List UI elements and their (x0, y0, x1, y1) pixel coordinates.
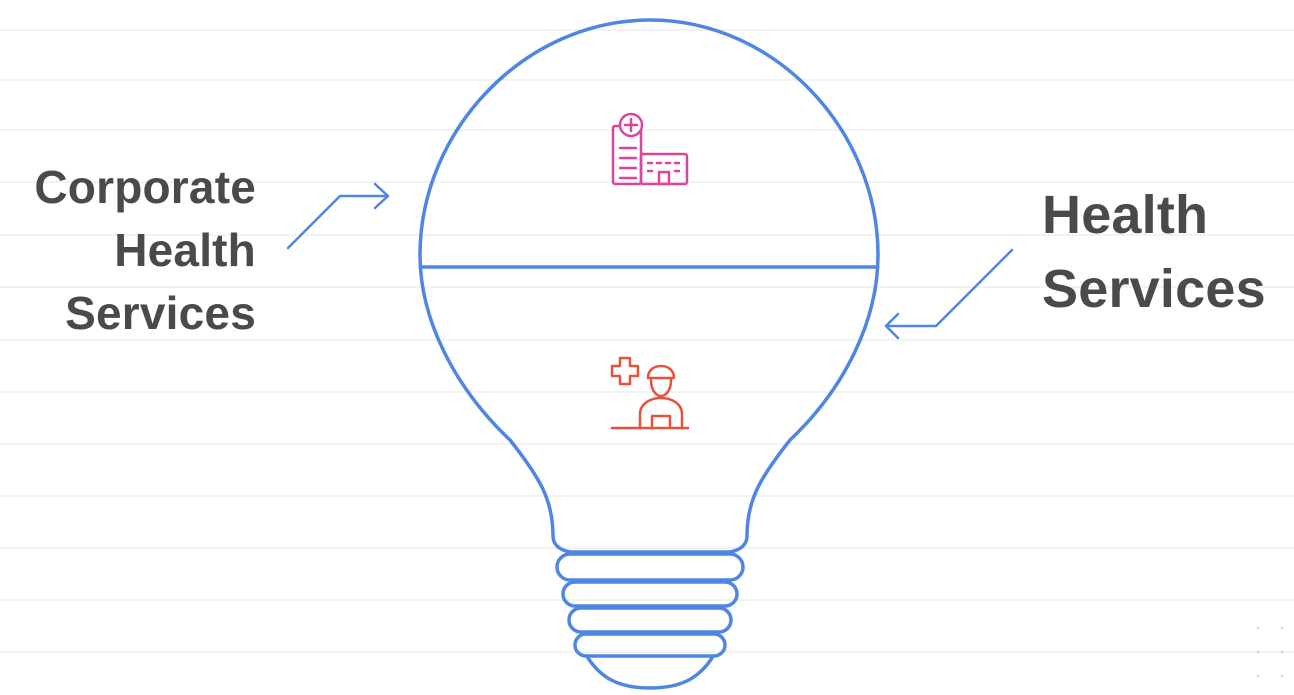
left-label-line: Corporate (34, 156, 256, 219)
left-arrow (288, 184, 388, 248)
health-services-label: Health Services (1042, 178, 1266, 326)
right-label-line: Services (1042, 252, 1266, 326)
left-label-line: Health (34, 219, 256, 282)
right-arrow (886, 250, 1012, 338)
doctor-at-desk-icon (612, 358, 688, 428)
left-label-line: Services (34, 282, 256, 345)
hospital-building-icon (613, 114, 687, 184)
bulb-screw-base (557, 554, 743, 688)
right-label-line: Health (1042, 178, 1266, 252)
corporate-health-services-label: Corporate Health Services (34, 156, 256, 345)
bulb-glass (420, 20, 878, 552)
lightbulb-outline (420, 20, 878, 688)
